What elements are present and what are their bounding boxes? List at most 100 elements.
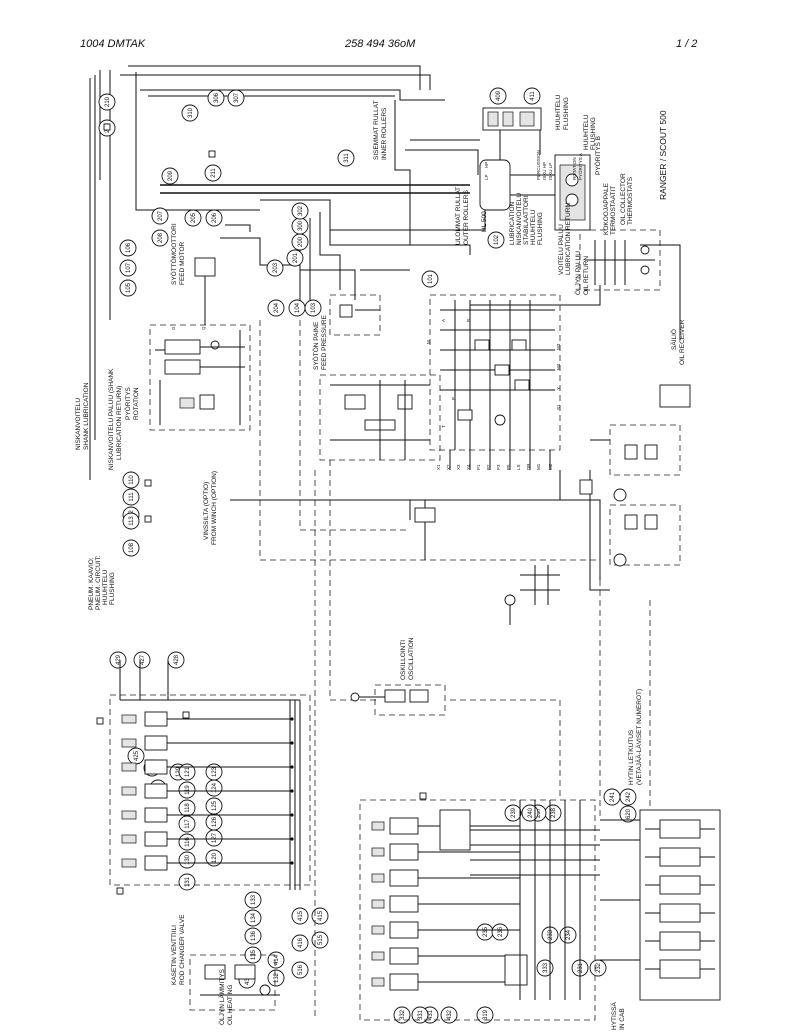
hose-number: 238 [551, 807, 557, 818]
hose-balloon-ring [291, 202, 309, 220]
svg-text:SÄILIÖ: SÄILIÖ [670, 329, 678, 350]
diagram-labels: RANGER / SCOUT 500 SISEMMAT RULLAT INNER… [75, 94, 686, 1030]
hose-balloon: 106 [119, 239, 137, 257]
hose-balloon: 205 [184, 209, 202, 227]
hose-number: 236 [498, 926, 504, 937]
svg-text:SHANK LUBRICATION: SHANK LUBRICATION [83, 382, 90, 450]
hose-balloon: 110 [122, 471, 140, 489]
hose-balloon: 111 [122, 488, 140, 506]
hose-balloon: 429 [109, 651, 127, 669]
hose-number: 242 [626, 791, 632, 802]
port-code: HP [484, 162, 489, 168]
hose-number: 620 [626, 808, 632, 819]
rod-valve-spool [144, 855, 168, 871]
svg-text:VOITELU PALUU: VOITELU PALUU [558, 224, 565, 275]
hose-balloon: 236 [491, 923, 509, 941]
rod-valve-actuator [121, 834, 137, 844]
hose-number: 127 [212, 832, 218, 843]
hose-balloon: 235 [476, 923, 494, 941]
hose-balloon: 234 [559, 926, 577, 944]
port-code: Y [556, 387, 561, 390]
hose-number: 116 [185, 837, 191, 847]
filter-and-pressure-group [559, 384, 691, 591]
port-code: X2 [446, 464, 451, 470]
svg-text:SYÖTTÖMOOTTORI: SYÖTTÖMOOTTORI [170, 223, 178, 285]
hose-balloon-ring [178, 851, 196, 869]
hose-balloon: 319 [476, 1006, 494, 1024]
hose-balloon-ring [291, 934, 309, 952]
port-code: M4 [556, 363, 561, 370]
hose-balloon: 241 [603, 788, 621, 806]
hose-balloon: 515 [311, 931, 329, 949]
svg-text:PNEUM. CIRCUIT:: PNEUM. CIRCUIT: [95, 555, 102, 610]
hose-number: 102 [494, 234, 500, 245]
small-reference-marks [96, 123, 427, 895]
svg-text:ROTATION: ROTATION [133, 387, 140, 420]
port-code: P5 [506, 464, 511, 470]
cab-valve-actuator [371, 951, 385, 961]
hose-balloon-ring [119, 239, 137, 257]
port-code: M1 [536, 463, 541, 470]
hose-balloon: 126 [205, 813, 223, 831]
header-left-code: 1004 DMTAK [80, 38, 146, 50]
port-code: M3 [556, 343, 561, 350]
rod-valve-spool [144, 735, 168, 751]
svg-text:KASETIN VENTTIILI: KASETIN VENTTIILI [171, 925, 178, 985]
svg-text:HYTIN LETKUTUS: HYTIN LETKUTUS [628, 729, 635, 785]
rod-valve-actuator [121, 858, 137, 868]
hose-balloon: 104 [288, 299, 306, 317]
svg-text:ISKU LP: ISKU LP [548, 163, 553, 180]
svg-text:ÖLJYN PALUU: ÖLJYN PALUU [574, 251, 582, 295]
hose-balloon: 107 [119, 259, 137, 277]
hose-balloon-ring [178, 815, 196, 833]
upper-pipelines [89, 65, 486, 480]
hose-number: 409 [496, 90, 502, 101]
junction-dot [290, 765, 294, 769]
cab-valve-section [389, 973, 419, 991]
hose-balloon: 432 [440, 1006, 458, 1024]
hose-number: 515 [318, 934, 324, 945]
svg-text:HYTISSÄ: HYTISSÄ [610, 1002, 618, 1030]
hose-balloon: 238 [544, 804, 562, 822]
svg-text:LUBRICATION RETURN): LUBRICATION RETURN) [116, 386, 123, 460]
hose-balloon-ring [205, 829, 223, 847]
hose-balloon-ring [523, 87, 541, 105]
rotation-feed-module [149, 257, 251, 431]
svg-text:FLUSHING: FLUSHING [109, 572, 116, 605]
hose-balloon-ring [204, 164, 222, 182]
port-code: X1 [436, 464, 441, 470]
hose-number: 107 [126, 262, 132, 273]
svg-text:FEED MOTOR: FEED MOTOR [179, 241, 186, 285]
hose-number: 211 [211, 168, 217, 178]
oil-heating-block [189, 954, 280, 1011]
hose-balloon-ring [122, 471, 140, 489]
hose-balloon-ring [521, 804, 539, 822]
hose-balloon: 204 [267, 299, 285, 317]
svg-text:ÖLJYN LÄMMITYS: ÖLJYN LÄMMITYS [218, 968, 226, 1025]
hose-balloon-ring [291, 907, 309, 925]
hose-balloon: 133 [244, 891, 262, 909]
rod-valve-spool [144, 831, 168, 847]
svg-text:THERMOSTATS: THERMOSTATS [627, 176, 634, 225]
hose-balloon-ring [205, 209, 223, 227]
hose-number: 121 [185, 766, 191, 777]
hose-number: 319 [483, 1009, 489, 1020]
hose-balloon-ring [267, 969, 285, 987]
in-cab-control-section [659, 903, 701, 923]
cab-valve-actuator [371, 873, 385, 883]
port-code: P [451, 397, 456, 400]
port-code: G [171, 326, 176, 330]
svg-text:PERCUSSION: PERCUSSION [536, 150, 541, 180]
svg-text:NISKANVOITELU: NISKANVOITELU [516, 193, 523, 245]
hose-balloon: 416 [291, 934, 309, 952]
in-cab-control-section [659, 819, 701, 839]
hose-balloon-ring [151, 207, 169, 225]
hose-balloon: 306 [207, 89, 225, 107]
hose-number: 415 [318, 910, 324, 921]
hose-balloon: 121 [178, 763, 196, 781]
hose-balloon: 428 [167, 651, 185, 669]
hose-balloon: 124 [205, 779, 223, 797]
oscillation-valve [350, 684, 446, 716]
hose-number: 136 [251, 930, 257, 941]
hose-balloon-ring [184, 209, 202, 227]
